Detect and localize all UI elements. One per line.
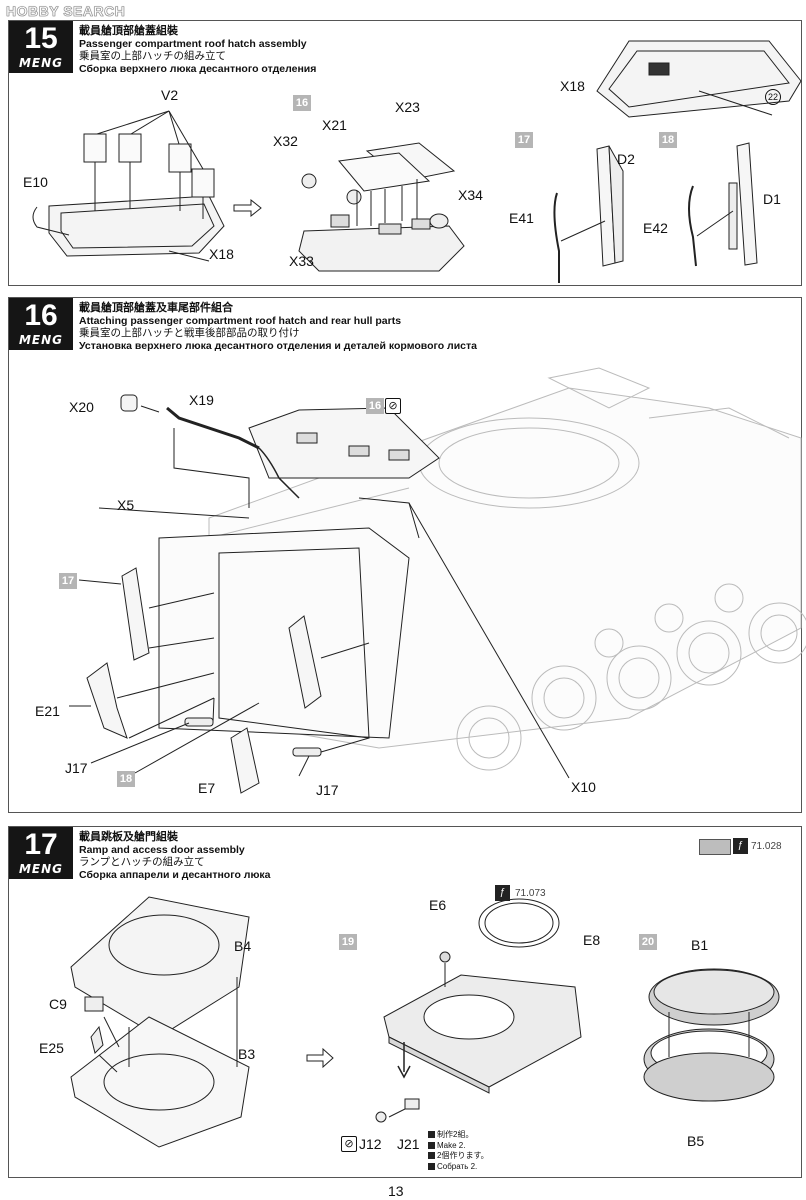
brush-icon: ƒ	[733, 838, 748, 854]
make-note-zh: 制作2組。	[428, 1130, 489, 1141]
part-label-X5: X5	[117, 497, 135, 513]
ramp-door-drawing	[70, 896, 780, 1148]
substep-17-badge: 17	[59, 573, 77, 589]
part-label-B5: B5	[687, 1133, 705, 1149]
no-cement-icon: ⊘	[385, 398, 401, 414]
title-ru: Сборка верхнего люка десантного отделени…	[79, 62, 317, 75]
title-en: Attaching passenger compartment roof hat…	[79, 314, 402, 327]
substep-17-badge: 17	[515, 132, 533, 148]
callout-22: 22	[765, 89, 781, 105]
step-titles: 載員跳板及艙門組裝 Ramp and access door assembly …	[79, 831, 271, 881]
title-ja: ランプとハッチの組み立て	[79, 856, 205, 868]
part-label-X10: X10	[571, 779, 596, 795]
title-ja: 乗員室の上部ハッチの組み立て	[79, 50, 226, 62]
paint-swatch	[699, 839, 731, 855]
roof-hatch-drawing	[32, 40, 802, 283]
title-en: Passenger compartment roof hatch assembl…	[79, 37, 307, 50]
part-label-B1: B1	[691, 937, 709, 953]
step-number-badge: 17 MENG	[9, 827, 73, 879]
title-ru: Сборка аппарели и десантного люка	[79, 868, 271, 881]
make-note-ja: 2個作ります。	[428, 1151, 489, 1162]
title-en: Ramp and access door assembly	[79, 843, 245, 856]
paint-code-1: 71.028	[751, 841, 782, 852]
part-label-B4: B4	[234, 938, 252, 954]
part-label-E25: E25	[39, 1040, 64, 1056]
brand-logo: MENG	[18, 333, 64, 347]
substep-16-badge: 16	[293, 95, 311, 111]
part-label-V2: V2	[161, 87, 179, 103]
brush-icon-2: ƒ	[495, 885, 510, 901]
title-zh: 載員跳板及艙門組裝	[79, 831, 178, 843]
part-label-X19: X19	[189, 392, 214, 408]
paint-code-2: 71.073	[515, 888, 546, 899]
substep-20-badge: 20	[639, 934, 657, 950]
part-label-X34: X34	[458, 187, 483, 203]
step-15-panel: 15 MENG 載員艙頂部艙蓋組裝 Passenger compartment …	[8, 20, 802, 286]
part-label-X23: X23	[395, 99, 420, 115]
make-two-note: 制作2組。 Make 2. 2個作ります。 Собрать 2.	[428, 1130, 489, 1172]
substep-18-badge: 18	[659, 132, 677, 148]
part-label-E42: E42	[643, 220, 668, 236]
step-16-panel: 16 MENG 載員艙頂部艙蓋及車尾部件組合 Attaching passeng…	[8, 297, 806, 813]
step-number-badge: 16 MENG	[9, 298, 73, 350]
part-label-J17-b: J17	[316, 782, 339, 798]
part-label-J21: J21	[397, 1136, 420, 1152]
part-label-D1: D1	[763, 191, 781, 207]
brand-logo: MENG	[18, 56, 64, 70]
part-label-B3: B3	[238, 1046, 256, 1062]
step-titles: 載員艙頂部艙蓋組裝 Passenger compartment roof hat…	[79, 25, 316, 75]
part-label-E6: E6	[429, 897, 447, 913]
step-number: 16	[24, 299, 58, 332]
step-number: 15	[24, 22, 58, 55]
title-ja: 乗員室の上部ハッチと戦車後部部品の取り付け	[79, 327, 300, 339]
step-number-badge: 15 MENG	[9, 21, 73, 73]
part-label-J17: J17	[65, 760, 88, 776]
part-label-X32: X32	[273, 133, 298, 149]
part-label-E8: E8	[583, 932, 601, 948]
substep-16-badge: 16	[366, 398, 384, 414]
part-label-X21: X21	[322, 117, 347, 133]
part-label-X20: X20	[69, 399, 94, 415]
no-cement-icon: ⊘	[341, 1136, 357, 1152]
part-label-X18: X18	[209, 246, 234, 262]
make-note-en: Make 2.	[428, 1141, 489, 1152]
title-zh: 載員艙頂部艙蓋組裝	[79, 25, 178, 37]
step-number: 17	[24, 828, 58, 861]
part-label-D2: D2	[617, 151, 635, 167]
page-number: 13	[388, 1183, 404, 1199]
part-label-X18-right: X18	[560, 78, 585, 94]
substep-19-badge: 19	[339, 934, 357, 950]
title-zh: 載員艙頂部艙蓋及車尾部件組合	[79, 302, 233, 314]
part-label-E41: E41	[509, 210, 534, 226]
part-label-E7: E7	[198, 780, 216, 796]
part-label-J12: J12	[359, 1136, 382, 1152]
title-ru: Установка верхнего люка десантного отдел…	[79, 339, 477, 352]
part-label-X33: X33	[289, 253, 314, 269]
part-label-C9: C9	[49, 996, 67, 1012]
part-label-E10: E10	[23, 174, 48, 190]
step-17-panel: 17 MENG 載員跳板及艙門組裝 Ramp and access door a…	[8, 826, 802, 1178]
substep-18-badge: 18	[117, 771, 135, 787]
part-label-E21: E21	[35, 703, 60, 719]
make-note-ru: Собрать 2.	[428, 1162, 489, 1173]
step-titles: 載員艙頂部艙蓋及車尾部件組合 Attaching passenger compa…	[79, 302, 477, 352]
brand-logo: MENG	[18, 862, 64, 876]
watermark: HOBBY SEARCH	[6, 3, 126, 20]
rear-hull-drawing	[69, 367, 806, 794]
